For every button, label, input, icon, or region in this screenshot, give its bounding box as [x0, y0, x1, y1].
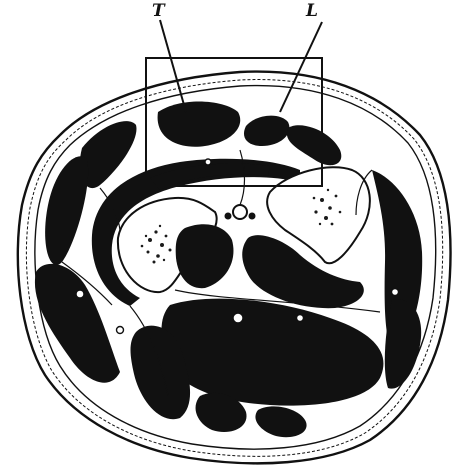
- muscle-right-lower: [385, 299, 421, 389]
- muscle-top-l: [244, 116, 289, 146]
- label-t: T: [152, 1, 166, 21]
- muscle-bottom-large: [162, 299, 384, 406]
- muscle-bottom-small-b: [255, 406, 306, 437]
- muscle-center: [176, 224, 234, 288]
- central-vessels: [225, 205, 256, 220]
- muscle-top-right: [287, 125, 341, 165]
- muscle-top-t: [158, 101, 241, 146]
- label-l: L: [305, 1, 318, 21]
- leader-line-l: [280, 22, 322, 112]
- muscle-left-mid: [45, 156, 88, 265]
